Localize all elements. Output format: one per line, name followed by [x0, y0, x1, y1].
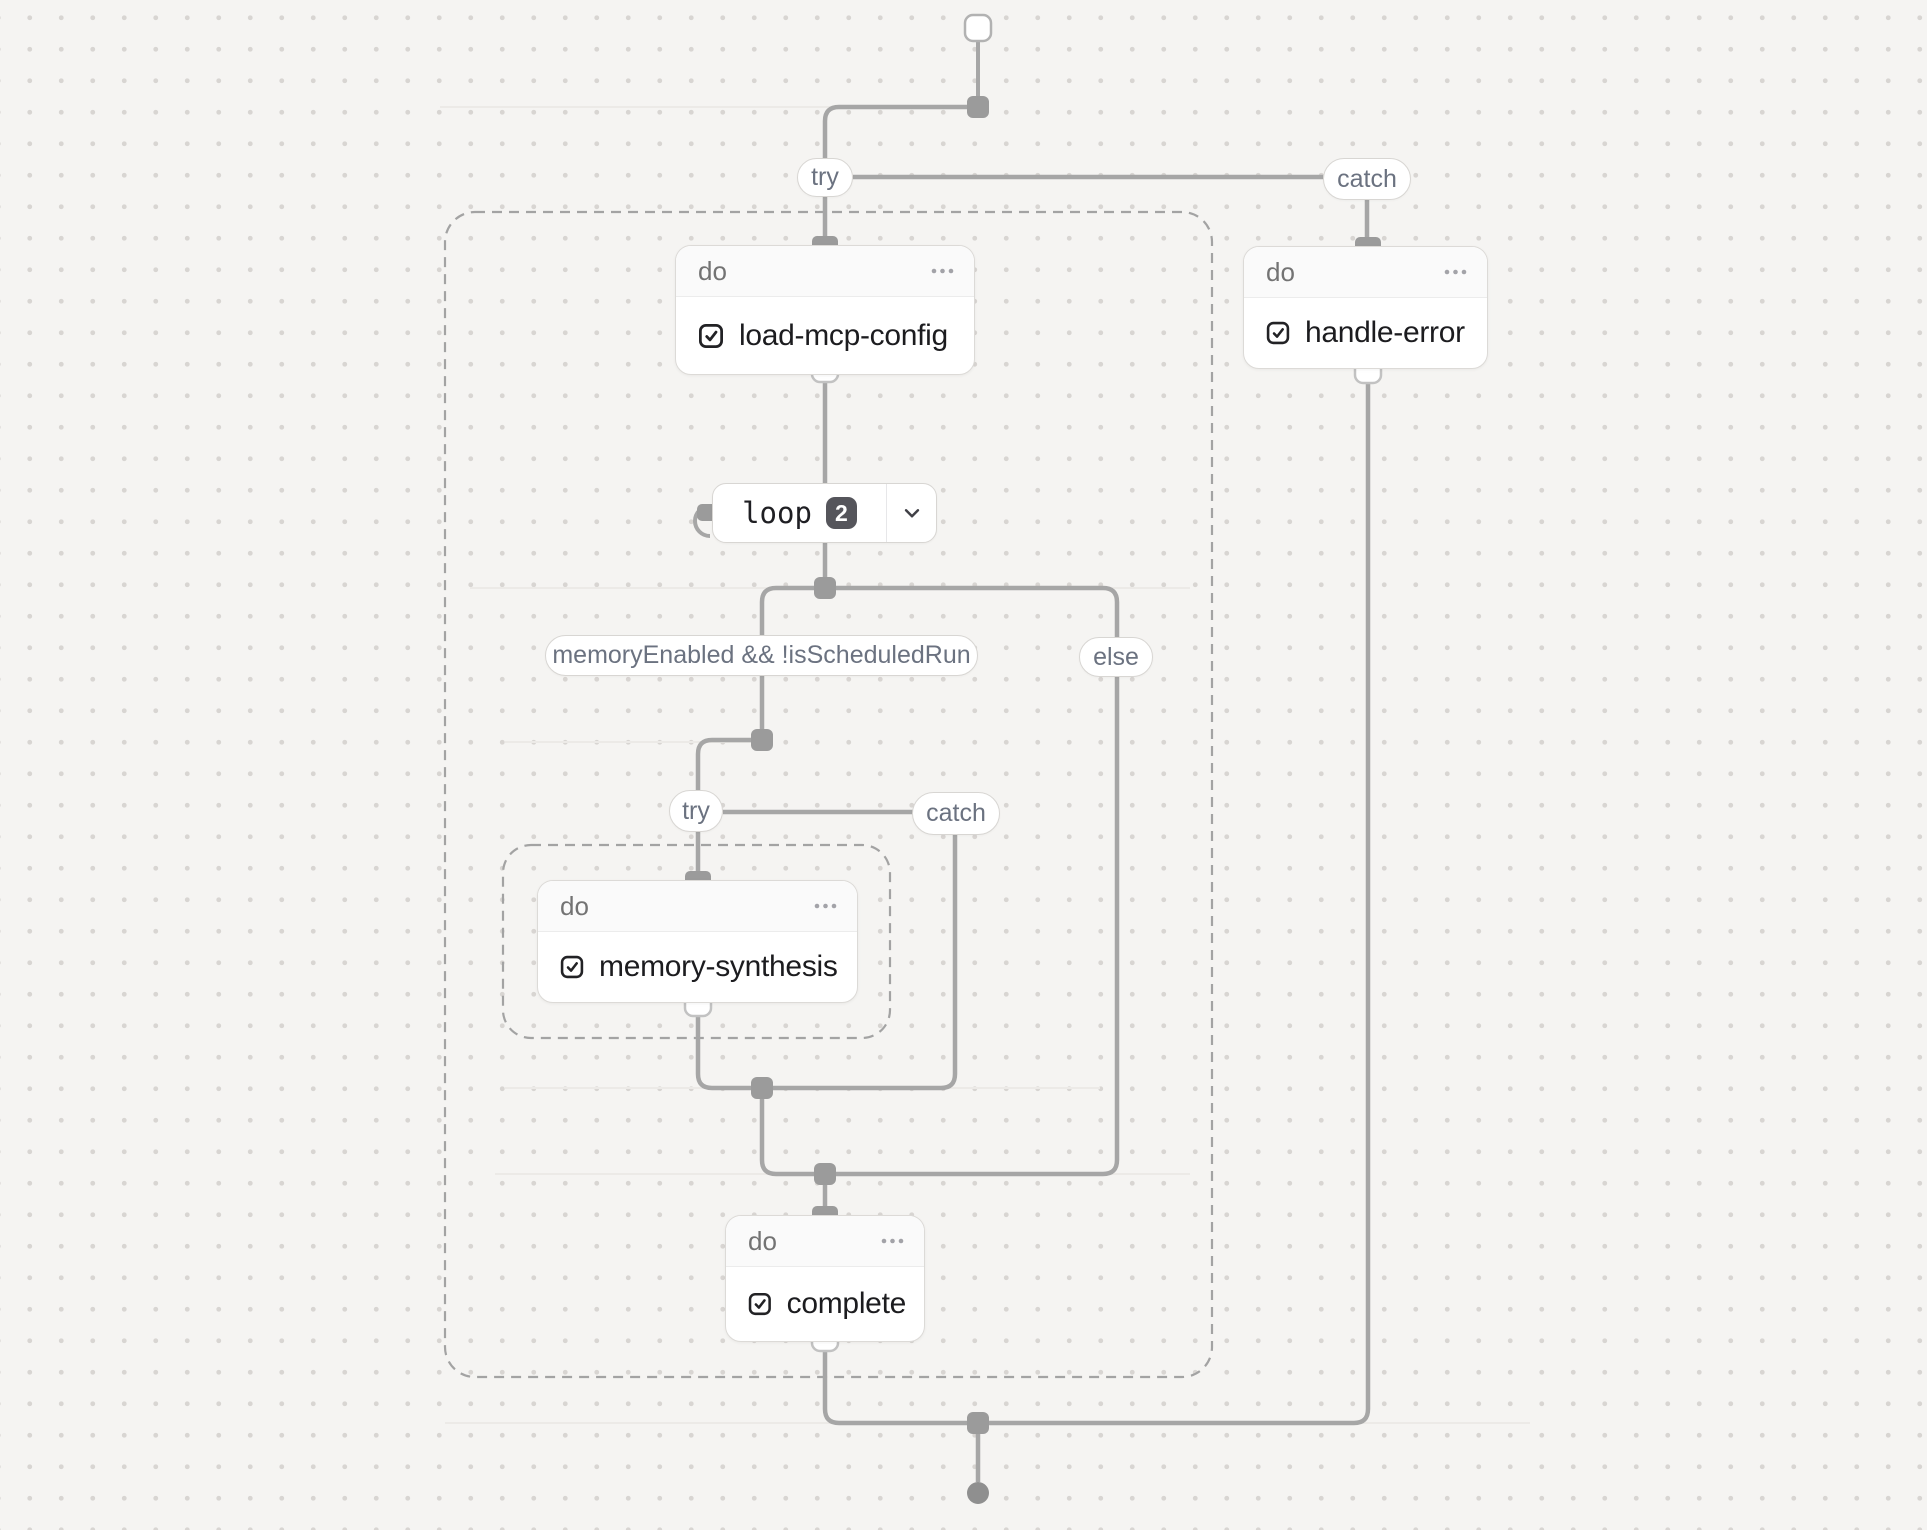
- task-node-complete[interactable]: do complete: [725, 1215, 925, 1342]
- try-block-container: [443, 210, 1214, 1379]
- node-title: load-mcp-config: [739, 318, 948, 352]
- node-header: do: [538, 881, 857, 932]
- node-body: handle-error: [1244, 298, 1487, 368]
- chevron-down-icon: [904, 509, 919, 518]
- check-square-icon: [560, 955, 584, 979]
- condition-pill[interactable]: memoryEnabled && !isScheduledRun: [545, 635, 978, 676]
- edge-start-to-try: [822, 104, 967, 158]
- node-body: load-mcp-config: [676, 297, 974, 374]
- loop-node-main[interactable]: loop 2: [713, 484, 886, 542]
- task-node-load-mcp-config[interactable]: do load-mcp-config: [675, 245, 975, 375]
- task-node-handle-error[interactable]: do handle-error: [1243, 246, 1488, 369]
- node-header: do: [726, 1216, 924, 1267]
- catch-label: catch: [1337, 164, 1397, 193]
- loop-label: loop: [742, 495, 812, 530]
- catch-label-pill: catch: [1323, 158, 1411, 200]
- edge-branch-else: [776, 585, 1120, 1177]
- condition-expression: memoryEnabled && !isScheduledRun: [552, 641, 971, 669]
- else-pill[interactable]: else: [1079, 637, 1153, 677]
- edge-junctions: [751, 96, 989, 1434]
- loop-count-badge: 2: [825, 497, 857, 529]
- node-body: complete: [726, 1267, 924, 1341]
- ellipsis-icon[interactable]: [1444, 269, 1467, 275]
- node-title: handle-error: [1305, 316, 1465, 349]
- node-kind-label: do: [748, 1226, 777, 1256]
- edge-merge1-to-merge2: [759, 1096, 777, 1177]
- start-node[interactable]: [963, 13, 993, 43]
- inner-try-label-pill: try: [669, 790, 723, 832]
- inner-catch-label-pill: catch: [912, 792, 1000, 835]
- try-label-pill: try: [797, 158, 853, 197]
- node-header: do: [1244, 247, 1487, 298]
- check-square-icon: [699, 323, 723, 348]
- node-header: do: [676, 246, 974, 297]
- node-kind-label: do: [698, 256, 727, 286]
- loop-expand-button[interactable]: [886, 484, 936, 542]
- else-label: else: [1093, 642, 1139, 671]
- node-body: memory-synthesis: [538, 932, 857, 1002]
- ellipsis-icon[interactable]: [814, 903, 837, 909]
- try-label: try: [811, 163, 839, 191]
- node-kind-label: do: [560, 891, 589, 921]
- node-kind-label: do: [1266, 257, 1295, 287]
- edge-true-to-inner-try: [695, 737, 762, 790]
- check-square-icon: [1266, 321, 1290, 345]
- task-node-memory-synthesis[interactable]: do memory-synthesis: [537, 880, 858, 1003]
- loop-node[interactable]: loop 2: [712, 483, 937, 543]
- edge-complete-handle-merge: [822, 383, 1371, 1426]
- inner-catch-label: catch: [926, 799, 986, 827]
- node-title: complete: [786, 1287, 907, 1320]
- inner-try-label: try: [682, 796, 710, 825]
- end-node: [967, 1482, 989, 1504]
- node-input-ports: [685, 236, 1381, 1222]
- check-square-icon: [748, 1292, 771, 1316]
- edge-branch-true: [759, 585, 825, 740]
- ellipsis-icon[interactable]: [881, 1238, 904, 1244]
- node-title: memory-synthesis: [599, 950, 838, 983]
- edge-memory-catch-merge: [695, 835, 958, 1091]
- ellipsis-icon[interactable]: [931, 268, 954, 274]
